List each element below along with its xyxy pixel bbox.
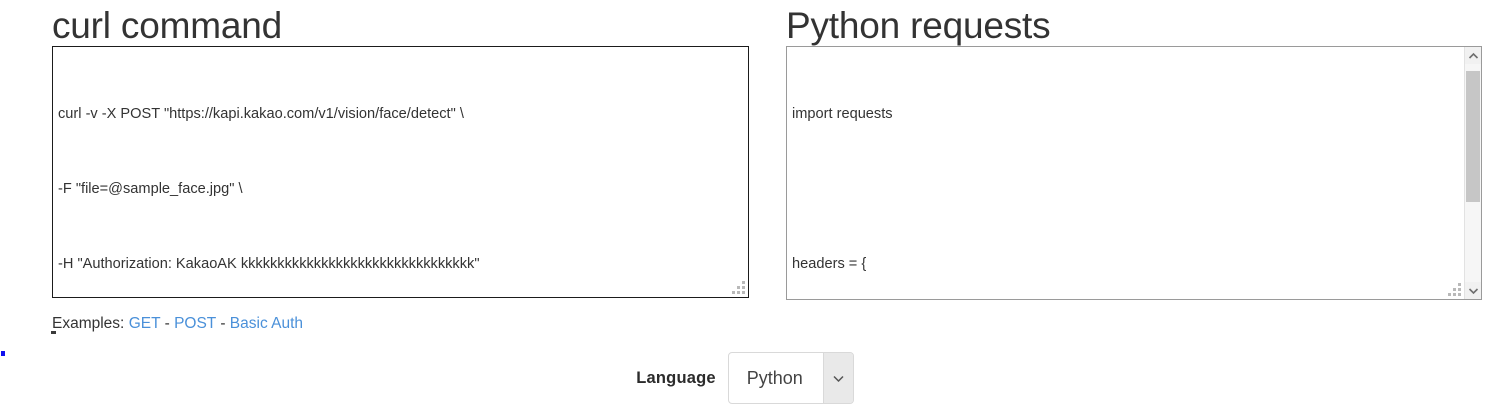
examples-separator: - bbox=[164, 315, 170, 332]
curl-code-line: curl -v -X POST "https://kapi.kakao.com/… bbox=[58, 106, 464, 122]
examples-separator: - bbox=[220, 315, 226, 332]
python-heading: Python requests bbox=[786, 5, 1051, 46]
chevron-down-icon[interactable] bbox=[822, 353, 853, 403]
example-link-get[interactable]: GET bbox=[128, 315, 161, 332]
python-panel: Python requests import requests headers … bbox=[786, 0, 1482, 300]
python-code-line: headers = { bbox=[792, 256, 867, 272]
resize-grip-icon[interactable] bbox=[732, 281, 745, 294]
language-row: Language Python bbox=[0, 352, 1490, 404]
examples-line: Examples: GET - POST - Basic Auth bbox=[52, 313, 303, 335]
example-link-basic-auth[interactable]: Basic Auth bbox=[229, 315, 304, 332]
language-label: Language bbox=[636, 368, 716, 387]
example-link-post[interactable]: POST bbox=[174, 315, 216, 332]
language-select[interactable]: Python bbox=[727, 352, 854, 404]
python-scrollbar[interactable] bbox=[1464, 47, 1481, 299]
curl-heading: curl command bbox=[52, 5, 282, 46]
python-code-line bbox=[792, 177, 1477, 202]
curl-code-line: -H "Authorization: KakaoAK kkkkkkkkkkkkk… bbox=[58, 256, 480, 272]
cursor-artifact bbox=[1, 351, 5, 356]
curl-panel: curl command curl -v -X POST "https://ka… bbox=[52, 0, 749, 298]
chevron-down-icon[interactable] bbox=[1465, 282, 1481, 299]
scrollbar-thumb[interactable] bbox=[1466, 71, 1480, 202]
examples-label: Examples: bbox=[52, 315, 125, 332]
edge-artifact bbox=[51, 331, 56, 334]
curl-code-line: -F "file=@sample_face.jpg" \ bbox=[58, 181, 243, 197]
resize-grip-icon[interactable] bbox=[1448, 283, 1461, 296]
curl-code-textarea[interactable]: curl -v -X POST "https://kapi.kakao.com/… bbox=[52, 46, 749, 298]
chevron-up-icon[interactable] bbox=[1465, 47, 1481, 64]
python-code-textarea[interactable]: import requests headers = { 'Authorizati… bbox=[786, 46, 1482, 300]
python-code-line: import requests bbox=[792, 106, 893, 122]
language-selected-value: Python bbox=[746, 367, 803, 388]
